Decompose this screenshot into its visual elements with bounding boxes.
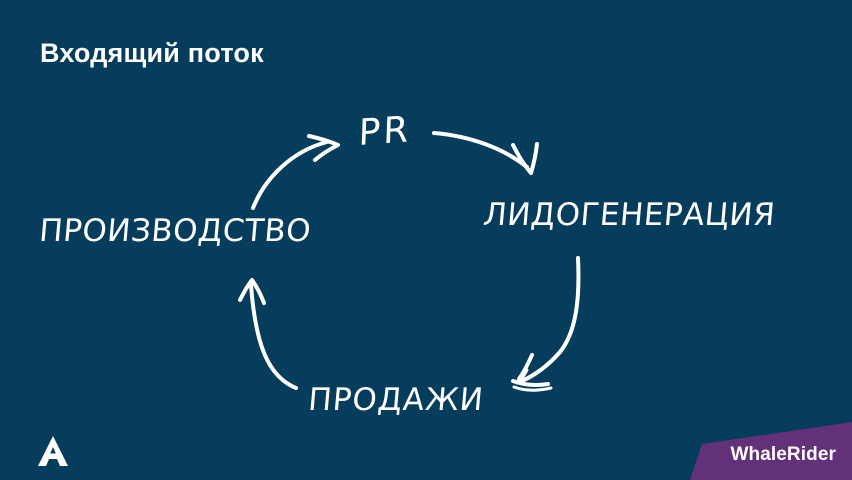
- arrow-sales-to-production: [238, 278, 298, 390]
- arrow-pr-to-leadgen: [432, 131, 539, 175]
- brand-badge: WhaleRider: [690, 422, 852, 480]
- brand-name: WhaleRider: [730, 444, 836, 465]
- arrow-production-to-pr: [251, 134, 340, 210]
- node-label-leadgen: ЛИДОГЕНЕРАЦИЯ: [481, 197, 777, 233]
- amo-logo-icon: [38, 436, 68, 466]
- node-label-pr: PR: [357, 109, 412, 155]
- page-title: Входящий поток: [40, 38, 264, 68]
- arrow-leadgen-to-sales: [511, 256, 581, 392]
- node-label-sales: ПРОДАЖИ: [306, 382, 486, 418]
- node-label-production: ПРОИЗВОДСТВО: [37, 213, 313, 249]
- brand-badge-shape: [690, 422, 852, 480]
